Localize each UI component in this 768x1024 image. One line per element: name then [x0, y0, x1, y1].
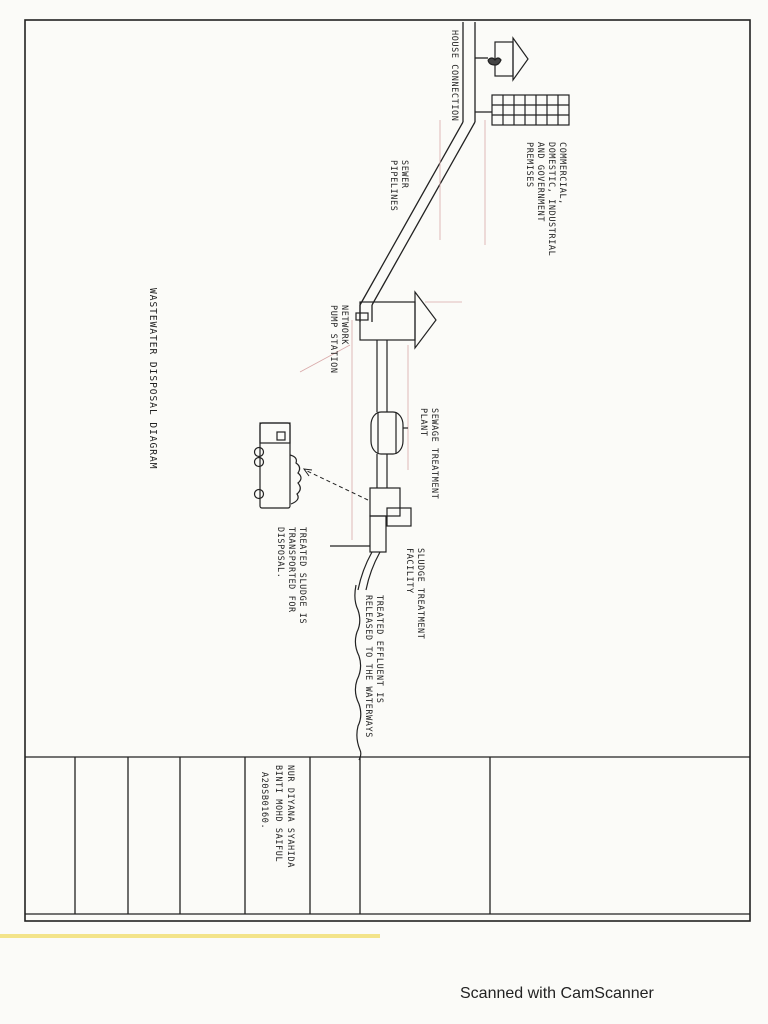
diagram-title: WASTEWATER DISPOSAL DIAGRAM [147, 288, 158, 469]
premises-line-4: PREMISES [524, 142, 534, 188]
effluent-line-2: RELEASED TO THE WATERWAYS [363, 595, 373, 738]
sewage-plant-line-2: PLANT [418, 408, 428, 437]
transport-arrow [302, 468, 369, 501]
sludge-disposal-line-3: DISPOSAL. [275, 527, 285, 578]
sludge-facility-line-1: SLUDGE TREATMENT [415, 548, 425, 639]
sewer-pipelines-label: SEWER PIPELINES [388, 160, 409, 211]
title-block [25, 756, 750, 915]
sewer-pipelines-line-1: SEWER [399, 160, 409, 189]
effluent-waterway [354, 551, 381, 761]
sludge-truck [253, 422, 302, 509]
premises-line-3: AND GOVERNMENT [535, 142, 545, 222]
student-id-text: A20SB0160. [259, 772, 269, 829]
author-name-line-1: NUR DIYANA SYAHIDA [285, 765, 295, 868]
author-name: NUR DIYANA SYAHIDA BINTI MOHD SAIFUL [273, 765, 295, 868]
sewer-pipelines-line-2: PIPELINES [388, 160, 398, 211]
sludge-facility-line-2: FACILITY [404, 548, 414, 594]
effluent-line-1: TREATED EFFLUENT IS [374, 595, 384, 704]
sheet-border [24, 19, 751, 922]
effluent-label: TREATED EFFLUENT IS RELEASED TO THE WATE… [363, 595, 384, 738]
sludge-facility-label: SLUDGE TREATMENT FACILITY [404, 548, 425, 639]
sludge-disposal-line-1: TREATED SLUDGE IS [297, 527, 307, 624]
house-connection-text: HOUSE CONNECTION [449, 30, 459, 121]
page-edge-strip [0, 934, 380, 938]
student-id: A20SB0160. [259, 772, 269, 829]
sludge-disposal-line-2: TRANSPORTED FOR [286, 527, 296, 613]
sewer-pipeline [359, 22, 492, 322]
pump-station-line-2: PUMP STATION [328, 305, 338, 374]
author-name-line-2: BINTI MOHD SAIFUL [273, 765, 283, 862]
house-building [487, 36, 529, 82]
pump-station-line-1: NETWORK [339, 305, 349, 345]
premises-line-2: DOMESTIC, INDUSTRIAL [546, 142, 556, 256]
premises-label: COMMERCIAL, DOMESTIC, INDUSTRIAL AND GOV… [524, 142, 567, 256]
sewage-plant-line-1: SEWAGE TREATMENT [429, 408, 439, 499]
sewage-treatment-plant [370, 411, 408, 488]
pump-station [355, 290, 437, 412]
premises-building [491, 94, 570, 126]
scanner-watermark: Scanned with CamScanner [460, 985, 654, 1002]
house-connection-label: HOUSE CONNECTION [449, 30, 459, 121]
pump-station-label: NETWORK PUMP STATION [328, 305, 349, 374]
sludge-disposal-label: TREATED SLUDGE IS TRANSPORTED FOR DISPOS… [275, 527, 307, 624]
premises-line-1: COMMERCIAL, [557, 142, 567, 205]
guide-lines [299, 120, 486, 540]
sludge-treatment-facility [330, 487, 412, 553]
diagram-title-text: WASTEWATER DISPOSAL DIAGRAM [147, 288, 158, 469]
sewage-plant-label: SEWAGE TREATMENT PLANT [418, 408, 439, 499]
